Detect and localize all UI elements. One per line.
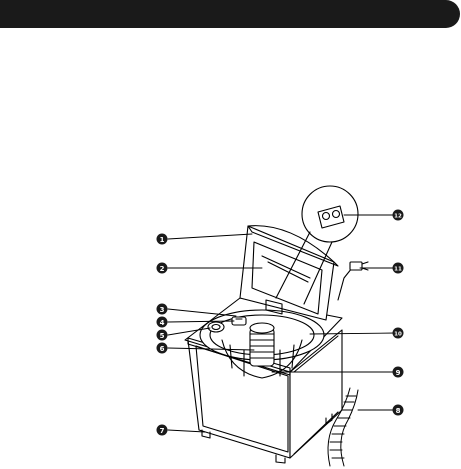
- callout-7-label: 7: [160, 427, 165, 435]
- callout-9-label: 9: [396, 369, 401, 377]
- callout-7: 7: [157, 425, 168, 436]
- callout-11-label: 11: [394, 267, 402, 273]
- callout-8-label: 8: [396, 407, 401, 415]
- callout-10-label: 10: [394, 332, 402, 338]
- callout-6-label: 6: [160, 345, 165, 353]
- callout-5: 5: [157, 330, 168, 341]
- callout-2: 2: [157, 263, 168, 274]
- callout-1: 1: [157, 234, 168, 245]
- callout-6: 6: [157, 343, 168, 354]
- pulsator: [250, 323, 274, 366]
- callout-4-label: 4: [160, 319, 165, 327]
- callout-2-label: 2: [160, 265, 165, 273]
- callout-12-label: 12: [394, 214, 402, 220]
- callout-11: 11: [393, 263, 404, 274]
- callout-3: 3: [157, 304, 168, 315]
- callout-10: 10: [393, 328, 404, 339]
- callout-8: 8: [393, 405, 404, 416]
- callout-3-label: 3: [160, 306, 165, 314]
- callout-1-label: 1: [160, 236, 165, 244]
- callout-12: 12: [393, 210, 404, 221]
- callout-5-label: 5: [160, 332, 165, 340]
- callout-4: 4: [157, 317, 168, 328]
- callout-9: 9: [393, 367, 404, 378]
